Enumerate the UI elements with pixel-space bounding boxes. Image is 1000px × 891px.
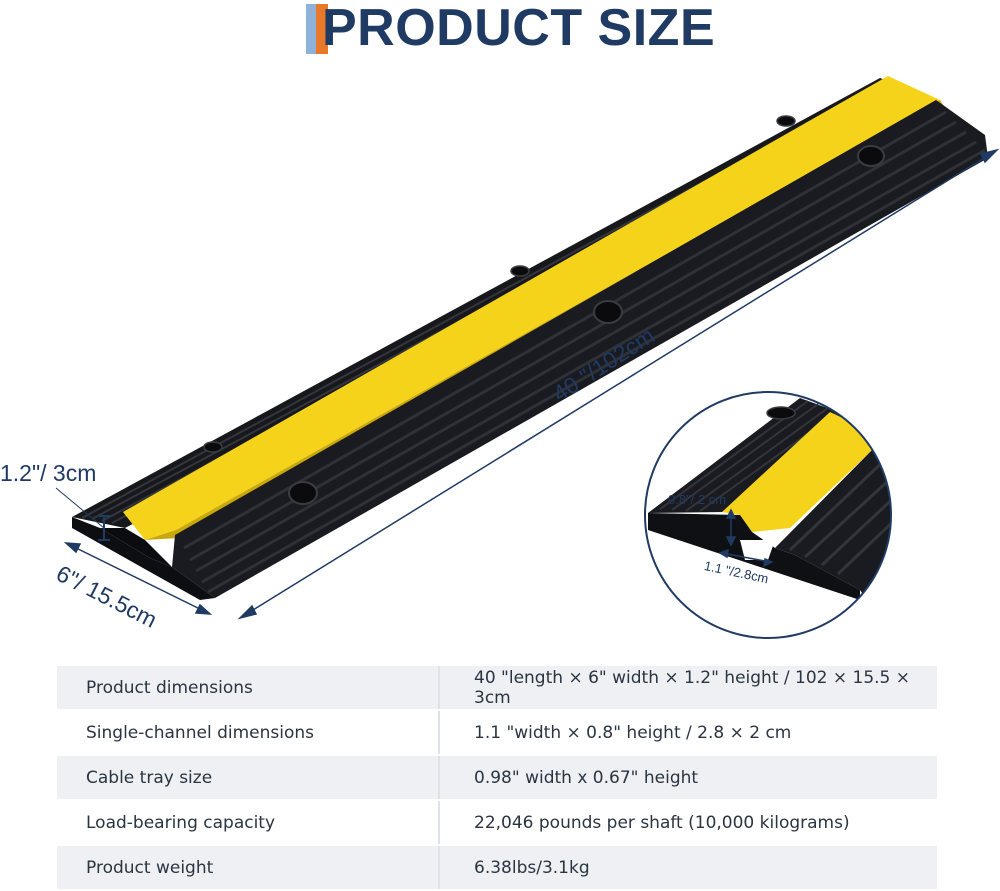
table-row: Cable tray size 0.98" width x 0.67" heig… [57, 755, 937, 801]
bolt-hole [510, 265, 530, 277]
bolt-hole [203, 441, 223, 453]
cable-protector-ramp [72, 76, 988, 600]
channel-detail-inset [644, 391, 892, 639]
spec-label: Cable tray size [57, 755, 440, 801]
channel-height-label: 0.8"/ 2 cm [668, 492, 727, 507]
spec-label: Load-bearing capacity [57, 800, 440, 846]
height-dimension-marker [55, 487, 110, 541]
length-dimension-line [237, 148, 1000, 620]
yellow-cable-lid [123, 76, 940, 540]
ramp-end-cap [72, 517, 215, 600]
table-row: Product weight 6.38lbs/3.1kg [57, 845, 937, 891]
inset-channel-gap [740, 540, 775, 560]
specs-table: Product dimensions 40 "length × 6" width… [57, 666, 937, 891]
cable-protector-drawing [55, 76, 1000, 639]
table-row: Single-channel dimensions 1.1 "width × 0… [57, 710, 937, 756]
bolt-hole [593, 300, 623, 324]
spec-value: 1.1 "width × 0.8" height / 2.8 × 2 cm [439, 710, 937, 756]
spec-value: 6.38lbs/3.1kg [439, 845, 937, 891]
cable-channel [100, 528, 172, 567]
inset-back-ramp [648, 398, 860, 513]
bolt-hole [776, 115, 796, 127]
bolt-hole [857, 145, 885, 167]
spec-value: 0.98" width x 0.67" height [439, 755, 937, 801]
spec-value: 22,046 pounds per shaft (10,000 kilogram… [439, 800, 937, 846]
spec-label: Single-channel dimensions [57, 710, 440, 756]
page-header: PRODUCT SIZE [0, 0, 1000, 62]
table-row: Load-bearing capacity 22,046 pounds per … [57, 800, 937, 846]
bolt-hole [288, 481, 318, 505]
height-dimension-label: 1.2"/ 3cm [0, 460, 97, 486]
spec-label: Product dimensions [57, 666, 440, 711]
title-accent-blue [306, 4, 316, 54]
table-row: Product dimensions 40 "length × 6" width… [57, 666, 937, 711]
ramp-front-section [172, 100, 988, 598]
page-title: PRODUCT SIZE [322, 0, 716, 57]
spec-label: Product weight [57, 845, 440, 891]
inset-yellow-lid [722, 412, 885, 532]
spec-value: 40 "length × 6" width × 1.2" height / 10… [439, 666, 937, 711]
width-dimension-line [63, 542, 213, 615]
title-accent-orange [316, 4, 328, 54]
